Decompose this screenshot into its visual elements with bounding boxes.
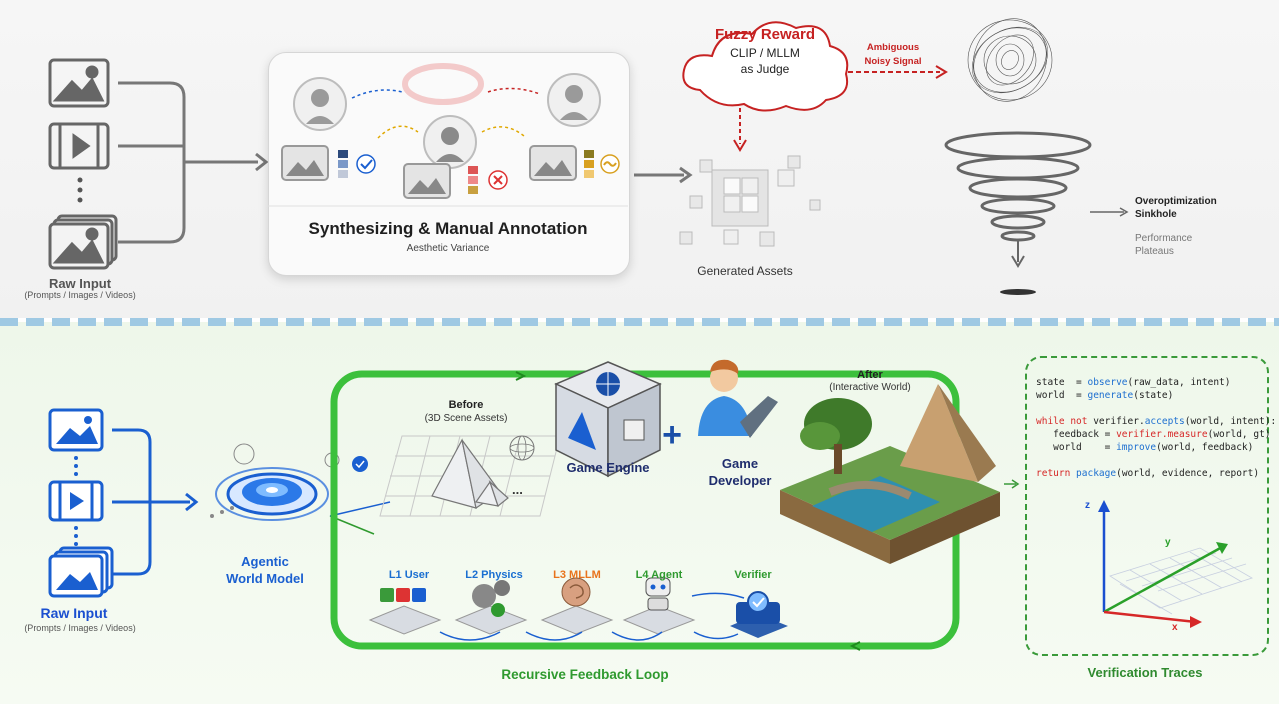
game-developer-figure — [698, 359, 778, 438]
bottom-diagram-graphics — [48, 359, 1253, 651]
agentic-world-model-portal — [210, 443, 391, 535]
before-title: Before — [448, 399, 484, 411]
level-l4-pedestal — [622, 577, 696, 635]
noise-cloud — [402, 63, 484, 105]
level-l3-pedestal — [540, 577, 614, 635]
agentic-line2: World Model — [226, 571, 304, 586]
level-l2-pedestal — [454, 580, 528, 635]
3d-axes-plot — [1098, 500, 1253, 628]
noisy-signal-label: Noisy Signal — [864, 56, 922, 67]
agentic-line1: Agentic — [241, 554, 289, 569]
after-subtitle: (Interactive World) — [829, 382, 911, 393]
sinkhole-line2: Sinkhole — [1135, 209, 1177, 220]
game-developer-line2: Developer — [708, 473, 772, 488]
thumbnail-1 — [281, 145, 329, 181]
x-axis — [1103, 610, 1197, 624]
bottom-raw-input-subtitle: (Prompts / Images / Videos) — [24, 623, 136, 633]
blue-image-icon — [48, 408, 104, 452]
level-l4-label: L4 Agent — [635, 569, 683, 581]
plateaus-line1: Performance — [1135, 233, 1193, 244]
generated-assets-label: Generated Assets — [697, 264, 793, 278]
fuzzy-reward-cloud — [682, 21, 849, 112]
level-l3-label: L3 MLLM — [553, 569, 601, 581]
image-stack-icon — [48, 214, 118, 270]
image-icon — [48, 58, 110, 108]
fuzzy-reward-title: Fuzzy Reward — [714, 26, 816, 43]
verifier-pedestal — [730, 591, 788, 638]
y-axis — [1103, 544, 1225, 614]
top-raw-input-title: Raw Input — [48, 276, 112, 291]
verifier-label: Verifier — [734, 569, 772, 581]
level-l1-pedestal — [368, 588, 442, 635]
fuzzy-reward-line1: CLIP / MLLM — [730, 46, 800, 60]
verification-traces-box — [1025, 356, 1269, 656]
level-l2-label: L2 Physics — [465, 569, 523, 581]
pseudo-code-block: state = observe(raw_data, intent) world … — [1036, 377, 1277, 479]
game-engine-cube — [554, 361, 662, 478]
generated-assets-cubes — [679, 155, 821, 247]
input-bracket — [118, 81, 186, 244]
ambiguous-label: Ambiguous — [866, 42, 920, 53]
blue-video-icon — [48, 480, 104, 522]
bottom-raw-input-title: Raw Input — [40, 605, 108, 621]
level-l1-label: L1 User — [388, 569, 430, 581]
top-raw-input-subtitle: (Prompts / Images / Videos) — [24, 290, 136, 300]
after-title: After — [857, 369, 883, 381]
y-axis-label: y — [1165, 537, 1171, 548]
game-developer-line1: Game — [721, 456, 759, 471]
before-ellipsis: ... — [512, 482, 523, 497]
annotation-subtitle: Aesthetic Variance — [406, 243, 490, 254]
top-panel — [0, 0, 1279, 318]
pyramid-wireframe — [431, 438, 509, 509]
sinkhole-tornado — [944, 131, 1092, 268]
verification-traces-label: Verification Traces — [1087, 665, 1203, 680]
z-axis-label: z — [1085, 500, 1090, 511]
top-diagram-graphics — [48, 18, 1129, 295]
plus-sign: + — [662, 416, 682, 454]
game-engine-label: Game Engine — [566, 460, 650, 475]
ellipsis-dots — [77, 177, 83, 203]
x-axis-label: x — [1172, 622, 1178, 633]
annotation-graphics — [268, 63, 628, 207]
check-icon — [356, 154, 376, 174]
plateaus-line2: Plateaus — [1135, 246, 1174, 257]
noisy-scribble-sphere — [967, 18, 1053, 102]
sinkhole-hole — [1000, 289, 1036, 295]
annotation-title: Synthesizing & Manual Annotation — [308, 219, 588, 238]
thumbnail-3 — [529, 145, 577, 181]
blue-image-stack-icon — [48, 546, 114, 598]
sinkhole-line1: Overoptimization — [1135, 196, 1217, 207]
video-icon — [48, 122, 110, 170]
fuzzy-reward-line2: as Judge — [740, 62, 790, 76]
before-subtitle: (3D Scene Assets) — [424, 413, 508, 424]
thumbnail-2 — [403, 163, 451, 199]
section-divider — [0, 318, 1279, 326]
after-island-scene — [780, 384, 1000, 564]
recursive-feedback-loop-label: Recursive Feedback Loop — [501, 667, 669, 682]
